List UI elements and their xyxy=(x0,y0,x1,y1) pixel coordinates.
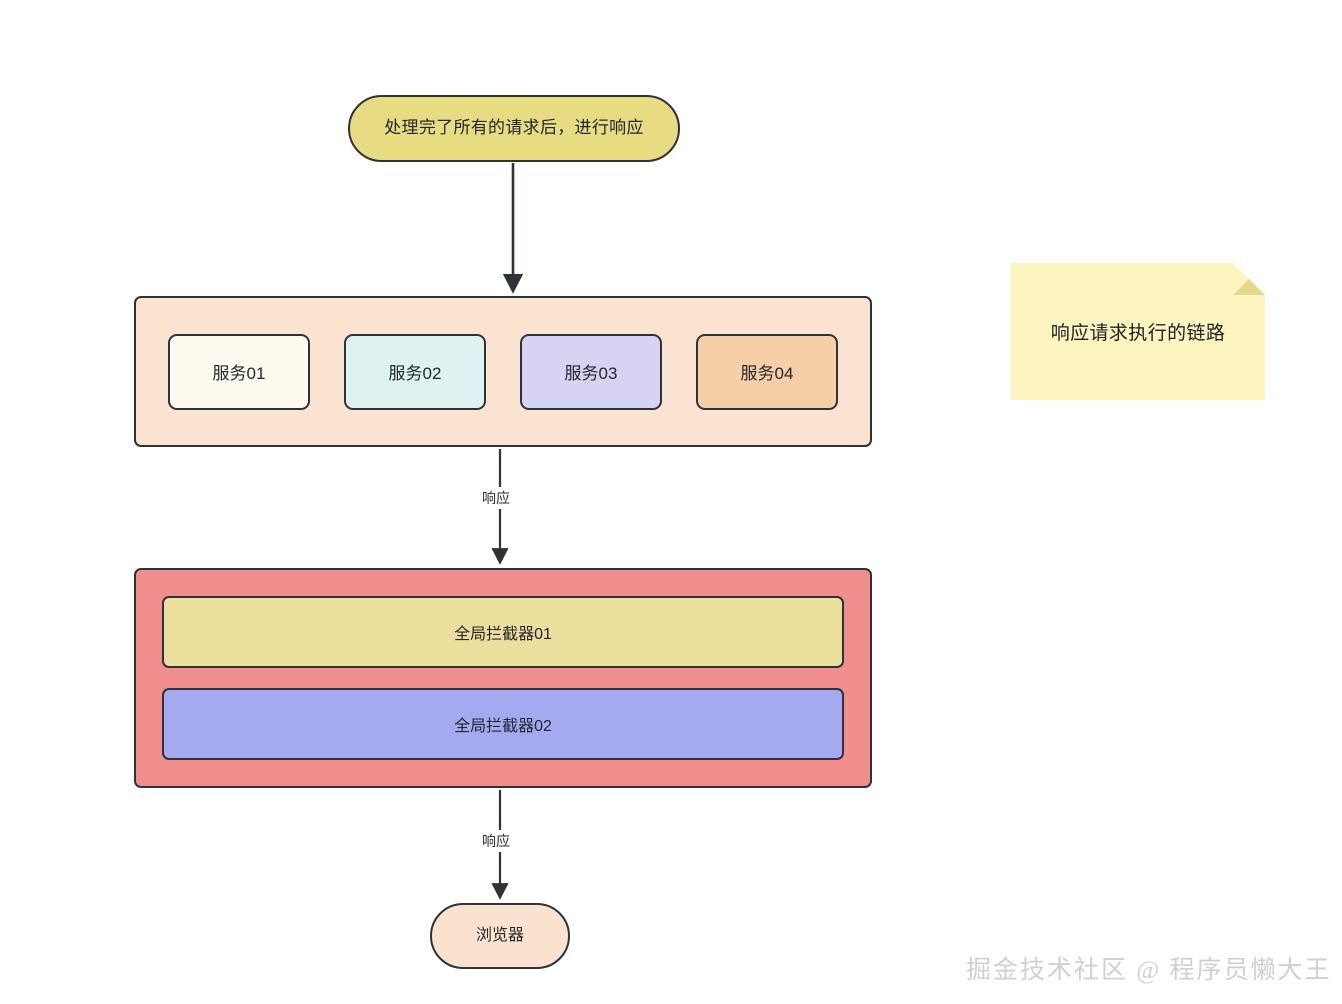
service-box-04[interactable]: 服务04 xyxy=(696,333,838,410)
global-interceptor-01-label: 全局拦截器01 xyxy=(454,626,552,643)
start-terminal-label: 处理完了所有的请求后，进行响应 xyxy=(384,118,644,138)
note-fold-corner-icon xyxy=(1233,263,1265,295)
interceptor-stack: 全局拦截器01 全局拦截器02 xyxy=(134,568,872,788)
sticky-note-card[interactable]: 响应请求执行的链路 xyxy=(1011,263,1265,400)
global-interceptor-01[interactable]: 全局拦截器01 xyxy=(162,596,844,668)
services-row: 服务01 服务02 服务03 服务04 xyxy=(134,296,872,447)
service-box-03-label: 服务03 xyxy=(564,364,618,383)
start-terminal-node[interactable]: 处理完了所有的请求后，进行响应 xyxy=(348,95,680,162)
sticky-note-text: 响应请求执行的链路 xyxy=(1050,323,1226,344)
edge-label-response-2: 响应 xyxy=(479,830,513,852)
service-box-01[interactable]: 服务01 xyxy=(168,333,310,410)
service-box-02-label: 服务02 xyxy=(388,364,442,383)
watermark: 掘金技术社区 @ 程序员懒大王 xyxy=(966,957,1332,984)
service-box-01-label: 服务01 xyxy=(212,364,266,383)
global-interceptor-02[interactable]: 全局拦截器02 xyxy=(162,688,844,760)
service-box-04-label: 服务04 xyxy=(740,364,794,383)
browser-terminal-label: 浏览器 xyxy=(475,926,524,944)
service-box-03[interactable]: 服务03 xyxy=(520,333,662,410)
service-box-02[interactable]: 服务02 xyxy=(344,333,486,410)
browser-terminal-node[interactable]: 浏览器 xyxy=(430,903,570,969)
edge-label-response-1: 响应 xyxy=(479,487,513,509)
global-interceptor-02-label: 全局拦截器02 xyxy=(454,718,552,735)
